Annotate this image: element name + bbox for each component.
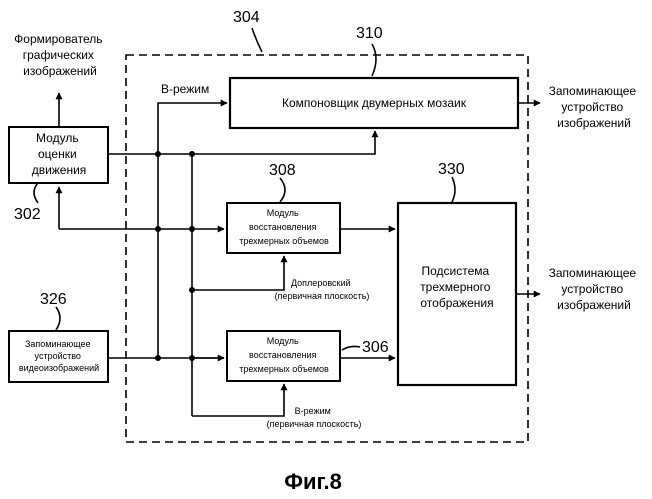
leader-306 bbox=[342, 346, 360, 350]
leader-302 bbox=[34, 183, 38, 203]
motion-to-composer-line bbox=[108, 131, 375, 154]
graphics-former-label: Формирователь графических изображений bbox=[14, 32, 106, 78]
ref-330: 330 bbox=[438, 161, 465, 178]
b-mode-top-label: В-режим bbox=[161, 82, 209, 96]
doppler-input-line bbox=[192, 256, 284, 290]
image-store-top-label: Запоминающее устройство изображений bbox=[549, 84, 640, 130]
b-mode-bottom-label: В-режим (первичная плоскость) bbox=[267, 406, 362, 429]
motion-module-label: Модуль оценки движения bbox=[32, 131, 87, 177]
mosaic-composer-label: Компоновщик двумерных мозаик bbox=[282, 96, 467, 110]
ref-304: 304 bbox=[233, 9, 260, 26]
doppler-label: Доплеровский (первичная плоскость) bbox=[275, 278, 370, 301]
image-store-mid-label: Запоминающее устройство изображений bbox=[549, 266, 640, 312]
junction-dot bbox=[155, 355, 161, 361]
figure-caption: Фиг.8 bbox=[284, 469, 342, 494]
junction-dot bbox=[189, 355, 195, 361]
leader-304 bbox=[252, 28, 262, 52]
display-subsystem-block bbox=[398, 203, 516, 385]
b-mode-primary-input-line bbox=[192, 384, 284, 416]
ref-302: 302 bbox=[14, 206, 41, 223]
ref-308: 308 bbox=[269, 162, 296, 179]
ref-326: 326 bbox=[40, 291, 67, 308]
leader-330 bbox=[452, 177, 455, 202]
junction-dot bbox=[189, 287, 195, 293]
junction-dot bbox=[189, 226, 195, 232]
ref-306: 306 bbox=[362, 339, 389, 356]
junction-dot bbox=[155, 226, 161, 232]
junction-dot bbox=[189, 151, 195, 157]
junction-dot bbox=[155, 151, 161, 157]
leader-326 bbox=[56, 307, 60, 330]
ref-310: 310 bbox=[356, 25, 383, 42]
leader-310 bbox=[372, 44, 376, 76]
display-subsystem-label: Подсистема трехмерного отображения bbox=[420, 264, 494, 310]
leader-308 bbox=[280, 178, 285, 202]
